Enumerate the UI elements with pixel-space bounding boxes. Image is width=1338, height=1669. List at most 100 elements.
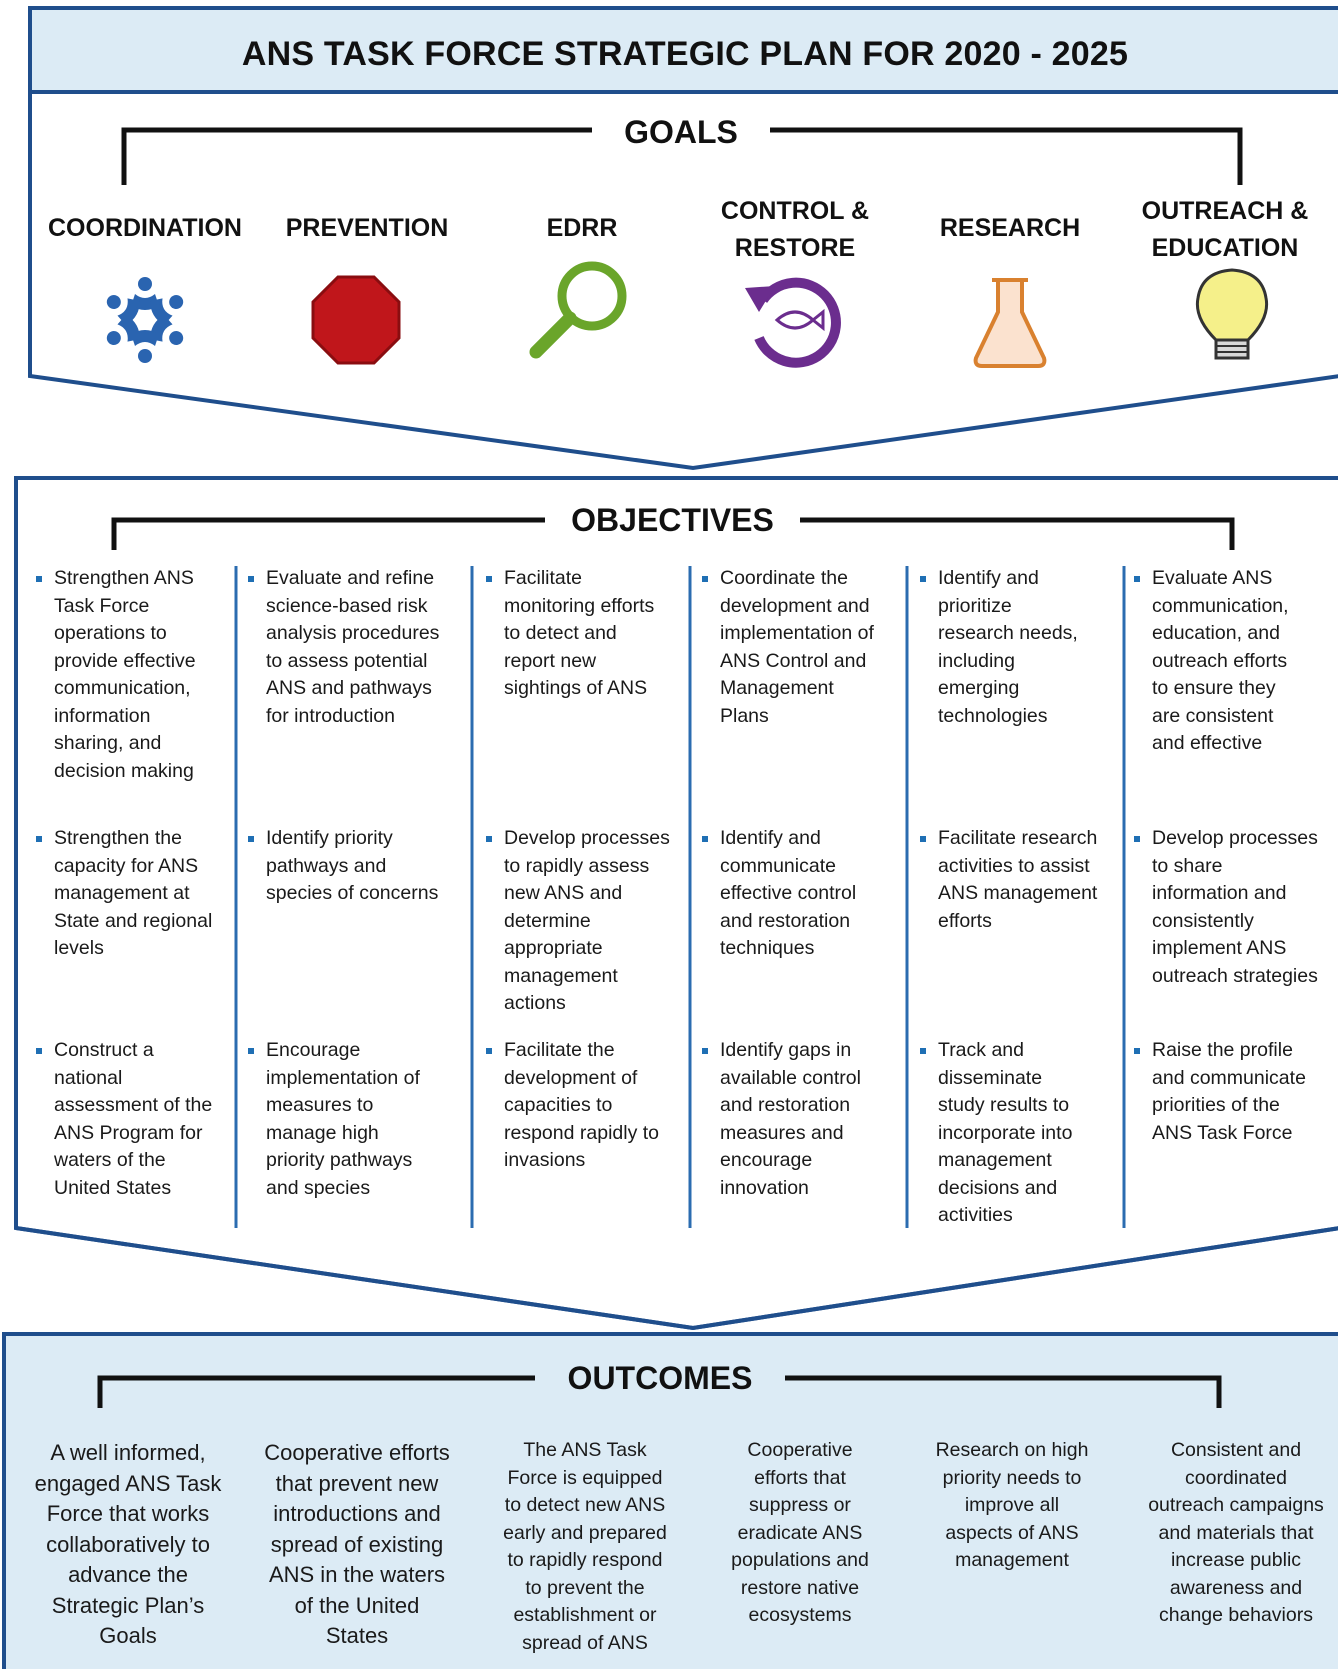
objectives-bracket bbox=[111, 517, 1235, 550]
text-line: development and bbox=[720, 594, 870, 617]
text-line: provide effective bbox=[54, 649, 196, 672]
text-line: Construct a bbox=[54, 1039, 154, 1061]
people-circle-icon bbox=[106, 277, 184, 363]
text-line: information and bbox=[1152, 882, 1287, 904]
text-line: OUTREACH & bbox=[1141, 197, 1309, 225]
text-line: Facilitate research bbox=[938, 827, 1098, 849]
text-line: eradicate ANS bbox=[737, 1521, 863, 1544]
text-line: United States bbox=[54, 1176, 172, 1199]
text-line: Task Force bbox=[54, 594, 150, 617]
text-line: State and regional bbox=[54, 909, 213, 932]
text-line: Research on high bbox=[935, 1439, 1089, 1461]
bullet-icon bbox=[702, 576, 708, 582]
bullet-icon bbox=[920, 576, 926, 582]
goal-label-edrr: EDRR bbox=[482, 210, 682, 247]
text-line: Encourage bbox=[266, 1039, 361, 1061]
text-line: and species bbox=[266, 1176, 371, 1199]
goal-label-coordination: COORDINATION bbox=[45, 210, 245, 247]
text-line: emerging bbox=[938, 677, 1020, 699]
text-line: manage high bbox=[266, 1121, 379, 1144]
outcomes-border bbox=[2, 1332, 1338, 1669]
text-line: development of bbox=[504, 1066, 638, 1089]
text-line: RESEARCH bbox=[939, 214, 1081, 242]
text-line: information bbox=[54, 704, 151, 727]
page-title: ANS TASK FORCE STRATEGIC PLAN FOR 2020 -… bbox=[241, 34, 1129, 73]
text-line: assessment of the bbox=[54, 1094, 213, 1116]
text-line: sightings of ANS bbox=[504, 677, 648, 699]
text-line: EDUCATION bbox=[1151, 234, 1299, 262]
text-line: ANS Program for bbox=[54, 1121, 203, 1144]
bullet-icon bbox=[36, 836, 42, 842]
text-line: implement ANS bbox=[1152, 937, 1287, 959]
text-line: populations and bbox=[731, 1549, 869, 1571]
text-line: efforts that bbox=[754, 1466, 846, 1489]
goal-label-outreach-education: OUTREACH & EDUCATION bbox=[1125, 193, 1325, 267]
text-line: incorporate into bbox=[938, 1121, 1073, 1144]
text-line: suppress or bbox=[749, 1494, 851, 1516]
text-line: advance the bbox=[68, 1562, 188, 1587]
text-line: ANS Control and bbox=[720, 649, 867, 672]
bullet-icon bbox=[248, 1048, 254, 1054]
text-line: increase public bbox=[1170, 1549, 1302, 1571]
bullet-icon bbox=[486, 1048, 492, 1054]
text-line: establishment or bbox=[513, 1604, 657, 1626]
text-line: operations to bbox=[54, 622, 167, 644]
text-line: innovation bbox=[720, 1176, 809, 1199]
text-line: Identify gaps in bbox=[720, 1039, 852, 1061]
text-line: sharing, and bbox=[54, 732, 162, 754]
outcomes-box bbox=[4, 1334, 1338, 1669]
text-line: waters of the bbox=[54, 1149, 166, 1171]
text-line: Identify priority bbox=[266, 827, 393, 849]
text-line: Facilitate bbox=[504, 567, 583, 589]
text-line: management bbox=[504, 964, 618, 987]
text-line: decision making bbox=[54, 759, 194, 782]
text-line: States bbox=[325, 1623, 389, 1648]
text-line: Consistent and bbox=[1170, 1439, 1302, 1461]
magnifying-glass-icon bbox=[529, 261, 627, 359]
text-line: Identify and bbox=[938, 567, 1039, 589]
text-line: efforts bbox=[938, 909, 992, 932]
text-line: to ensure they bbox=[1152, 677, 1276, 699]
text-line: ANS Task Force bbox=[1152, 1121, 1293, 1144]
text-line: Strategic Plan’s bbox=[51, 1592, 205, 1618]
text-line: aspects of ANS bbox=[945, 1521, 1079, 1544]
bullet-icon bbox=[920, 836, 926, 842]
bullet-icon bbox=[1134, 836, 1140, 842]
text-line: communicate bbox=[720, 854, 836, 877]
objectives-heading: OBJECTIVES bbox=[571, 502, 774, 538]
text-line: including bbox=[938, 649, 1015, 672]
text-line: EDRR bbox=[546, 214, 618, 242]
text-line: national bbox=[54, 1066, 123, 1089]
text-line: ANS in the waters bbox=[268, 1562, 446, 1587]
text-line: actions bbox=[504, 992, 566, 1014]
text-line: outreach strategies bbox=[1152, 964, 1318, 987]
text-line: communication, bbox=[54, 677, 191, 699]
text-line: capacities to bbox=[504, 1094, 613, 1116]
text-line: priorities of the bbox=[1152, 1094, 1280, 1116]
text-line: engaged ANS Task bbox=[34, 1470, 222, 1496]
text-line: pathways and bbox=[266, 854, 387, 877]
text-line: to assess potential bbox=[266, 649, 428, 672]
text-line: consistently bbox=[1152, 909, 1254, 932]
text-line: technologies bbox=[938, 704, 1048, 727]
text-line: A well informed, bbox=[50, 1440, 206, 1465]
